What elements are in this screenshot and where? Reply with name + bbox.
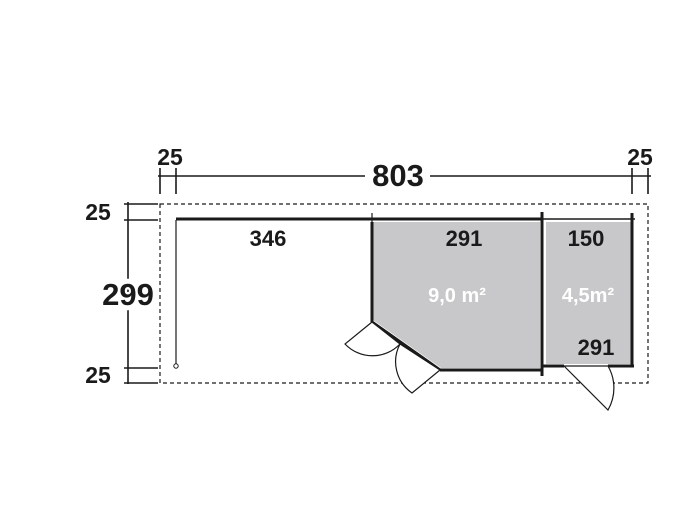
top-dimension-chain [158, 168, 651, 194]
room-small-walls [542, 213, 635, 368]
dim-top-right: 25 [627, 144, 653, 170]
room-large-area-label: 9,0 m² [428, 285, 486, 307]
covered-area-walls [173, 217, 372, 369]
room-large-width-label: 291 [446, 226, 483, 251]
dim-left-total: 299 [102, 277, 154, 312]
covered-area-width-label: 346 [250, 226, 287, 251]
dim-left-bottom: 25 [85, 362, 111, 388]
room-small-width-label: 150 [568, 226, 605, 251]
room-large-walls [370, 212, 544, 376]
room-small [546, 222, 631, 364]
room-large [373, 222, 540, 368]
double-door [344, 321, 442, 394]
dim-top-left: 25 [157, 144, 183, 170]
room-small-area-label: 4,5m² [562, 285, 615, 307]
room-small-depth-label: 291 [578, 335, 615, 360]
single-door [562, 365, 615, 411]
dim-left-top: 25 [85, 199, 111, 225]
left-dimension-chain [124, 202, 158, 384]
dim-top-total: 803 [372, 158, 424, 193]
